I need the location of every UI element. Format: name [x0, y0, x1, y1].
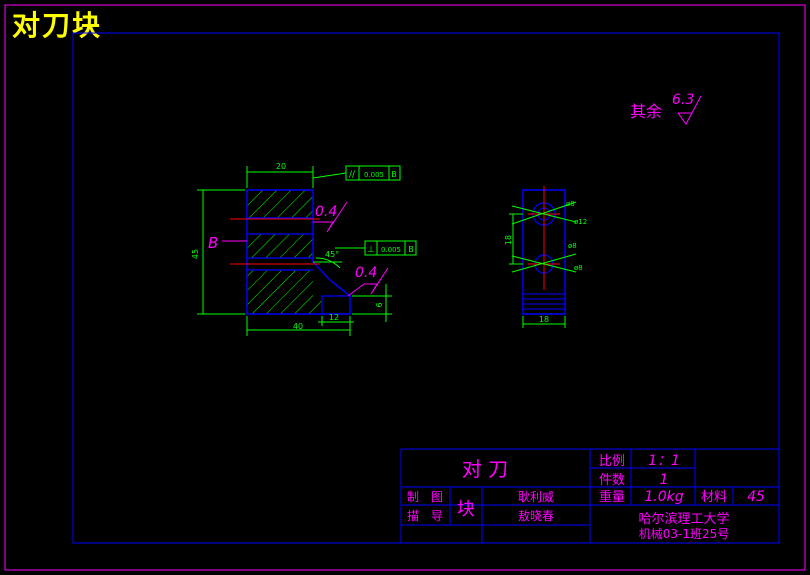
title-block: 对 刀 比例 1：1 件数 1 重量 1.0kg 材料 45 制 图 耿利威 描… — [400, 448, 780, 544]
tolerance-2-symbol: ⊥ — [367, 245, 375, 255]
tolerance-2-datum: B — [408, 245, 414, 254]
dim-width: 18 — [539, 315, 549, 324]
school-name: 哈尔滨理工大学 — [638, 511, 729, 527]
section-label: B — [208, 234, 218, 252]
value-weight: 1.0kg — [644, 489, 683, 505]
value-material: 45 — [747, 489, 765, 505]
label-block: 块 — [457, 499, 475, 520]
dim-hole-2: ø12 — [574, 218, 587, 226]
tolerance-1-value: 0.005 — [364, 171, 384, 179]
value-scale: 1：1 — [648, 453, 680, 469]
part-name: 对 刀 — [462, 457, 508, 481]
dim-step: 12 — [329, 313, 339, 322]
general-roughness-prefix: 其余 — [630, 102, 662, 121]
class-info: 机械03-1班25号 — [639, 526, 730, 541]
general-roughness-note: 其余 6.3 — [630, 92, 702, 125]
tolerance-1-symbol: // — [349, 170, 356, 180]
label-material: 材料 — [701, 490, 727, 505]
roughness-1: 0.4 — [315, 204, 337, 220]
dim-hole-4: ø8 — [574, 264, 583, 272]
roughness-symbol-icon — [364, 267, 389, 295]
outer-frame — [4, 4, 806, 571]
value-checked-by: 敖晓春 — [518, 508, 554, 523]
page-title: 对刀块 — [12, 9, 103, 42]
tolerance-2-value: 0.005 — [381, 246, 401, 254]
dim-hole-3: ø8 — [568, 242, 577, 250]
dim-top: 20 — [276, 162, 286, 171]
section-hatch-mid — [247, 234, 313, 258]
roughness-symbol-icon — [320, 201, 348, 233]
front-view: B 20 45 40 12 6 45° 0.4 0 — [191, 162, 417, 336]
section-hatch-bottom — [247, 270, 322, 314]
roughness-2: 0.4 — [355, 265, 377, 281]
label-drawn: 制 图 — [407, 490, 443, 504]
front-view-outline — [246, 189, 351, 315]
section-hatch-top — [247, 190, 313, 218]
dim-right: 6 — [375, 302, 384, 307]
dim-spacing: 18 — [504, 235, 513, 245]
label-checked: 描 导 — [407, 509, 443, 523]
dim-hole-1: ø8 — [566, 200, 575, 208]
value-quantity: 1 — [660, 472, 669, 488]
value-drawn-by: 耿利威 — [518, 490, 554, 504]
dim-angle: 45° — [325, 250, 339, 259]
side-view: ø8 ø12 ø8 ø8 18 18 — [504, 186, 587, 328]
roughness-symbol-icon — [677, 95, 702, 125]
label-quantity: 件数 — [599, 473, 625, 488]
general-roughness-value: 6.3 — [672, 92, 694, 108]
label-scale: 比例 — [599, 454, 625, 469]
tolerance-1-datum: B — [391, 170, 397, 179]
dim-bottom: 40 — [293, 322, 303, 331]
label-weight: 重量 — [599, 489, 625, 505]
dim-height: 45 — [191, 249, 200, 259]
